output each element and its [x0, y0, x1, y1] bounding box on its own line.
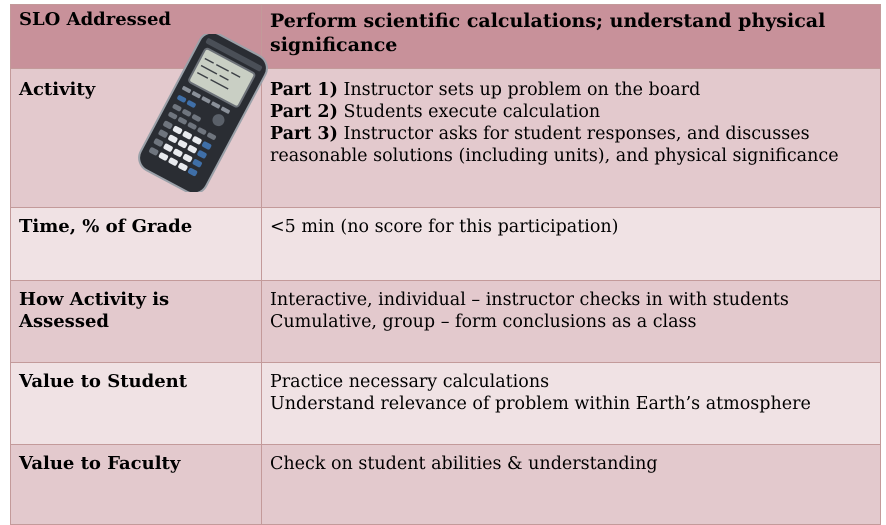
table-row-slo: SLO Addressed Perform scientific calcula… [10, 4, 881, 69]
assessment-value: Interactive, individual – instructor che… [261, 280, 881, 363]
table-row-student-value: Value to Student Practice necessary calc… [10, 362, 881, 445]
slo-table: SLO Addressed Perform scientific calcula… [10, 4, 881, 525]
part-1-text: Instructor sets up problem on the board [337, 80, 701, 100]
assessment-line-2: Cumulative, group – form conclusions as … [270, 312, 697, 332]
slo-value: Perform scientific calculations; underst… [261, 4, 881, 69]
activity-part-3: Part 3) Instructor asks for student resp… [270, 123, 872, 145]
faculty-value-text: Check on student abilities & understandi… [261, 444, 881, 525]
time-value: <5 min (no score for this participation) [261, 207, 881, 281]
activity-part-2: Part 2) Students execute calculation [270, 101, 872, 123]
graphing-calculator-icon [138, 34, 268, 192]
part-2-label: Part 2) [270, 102, 338, 122]
part-2-text: Students execute calculation [337, 102, 601, 122]
student-value-label: Value to Student [10, 362, 262, 445]
part-3-text: Instructor asks for student responses, a… [337, 124, 810, 144]
activity-value: Part 1) Instructor sets up problem on th… [261, 68, 881, 208]
assessment-label: How Activity is Assessed [10, 280, 262, 363]
student-value-line-1: Practice necessary calculations [270, 372, 550, 392]
student-value-text: Practice necessary calculations Understa… [261, 362, 881, 445]
activity-part-3-continuation: reasonable solutions (including units), … [270, 146, 839, 166]
table-row-faculty-value: Value to Faculty Check on student abilit… [10, 444, 881, 525]
table-row-assessment: How Activity is Assessed Interactive, in… [10, 280, 881, 363]
assessment-line-1: Interactive, individual – instructor che… [270, 290, 789, 310]
faculty-value-label: Value to Faculty [10, 444, 262, 525]
table-row-time: Time, % of Grade <5 min (no score for th… [10, 207, 881, 281]
time-label: Time, % of Grade [10, 207, 262, 281]
student-value-line-2: Understand relevance of problem within E… [270, 394, 811, 414]
activity-part-1: Part 1) Instructor sets up problem on th… [270, 79, 872, 101]
part-3-label: Part 3) [270, 124, 338, 144]
part-1-label: Part 1) [270, 80, 338, 100]
